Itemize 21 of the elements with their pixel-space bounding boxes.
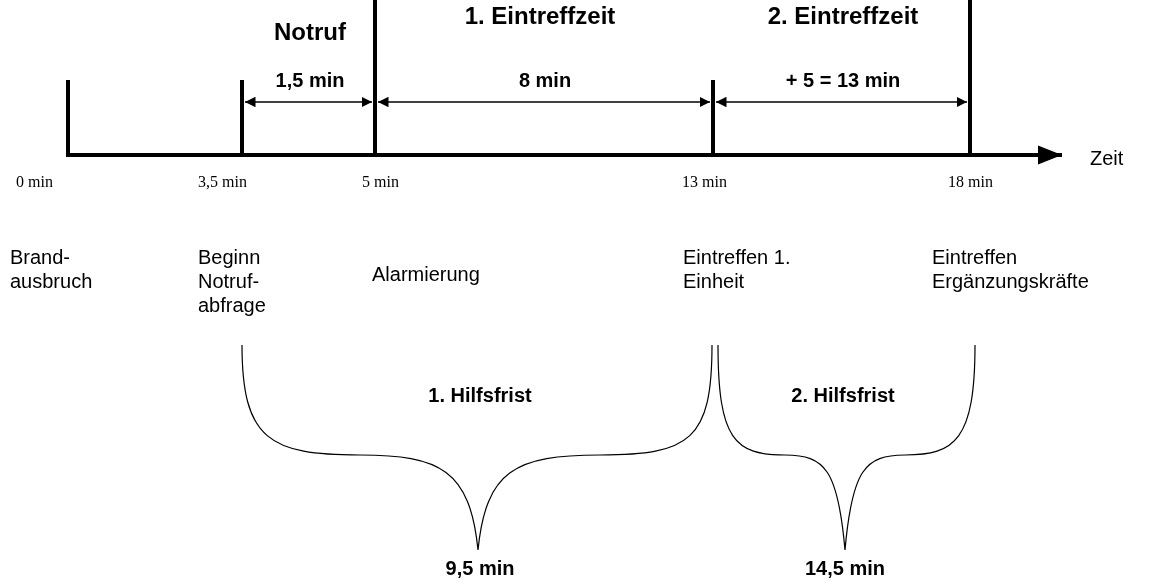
tick-label: 0 min [16,172,54,192]
tick-label: 3,5 min [198,172,248,192]
bracket-label: 2. Hilfsfrist [790,383,896,407]
duration-label: 1,5 min [274,68,346,92]
tick-label: 18 min [948,172,994,192]
heading-label: 1. Eintreffzeit [463,2,617,31]
bracket-label: 1. Hilfsfrist [427,383,533,407]
tick-label: 13 min [682,172,728,192]
bracket-label: 14,5 min [803,556,886,580]
tick-label: 5 min [362,172,400,192]
event-label: Eintreffen Ergänzungskräfte [932,245,1090,293]
duration-label: 8 min [517,68,573,92]
event-label: Eintreffen 1. Einheit [683,245,792,293]
bracket-label: 9,5 min [444,556,516,580]
axis-label: Zeit [1090,146,1125,170]
event-label: Brand- ausbruch [10,245,94,293]
heading-label: Notruf [273,18,347,47]
event-label: Beginn Notruf- abfrage [198,245,267,317]
event-label: Alarmierung [372,262,481,286]
duration-label: + 5 = 13 min [784,68,902,92]
heading-label: 2. Eintreffzeit [766,2,920,31]
